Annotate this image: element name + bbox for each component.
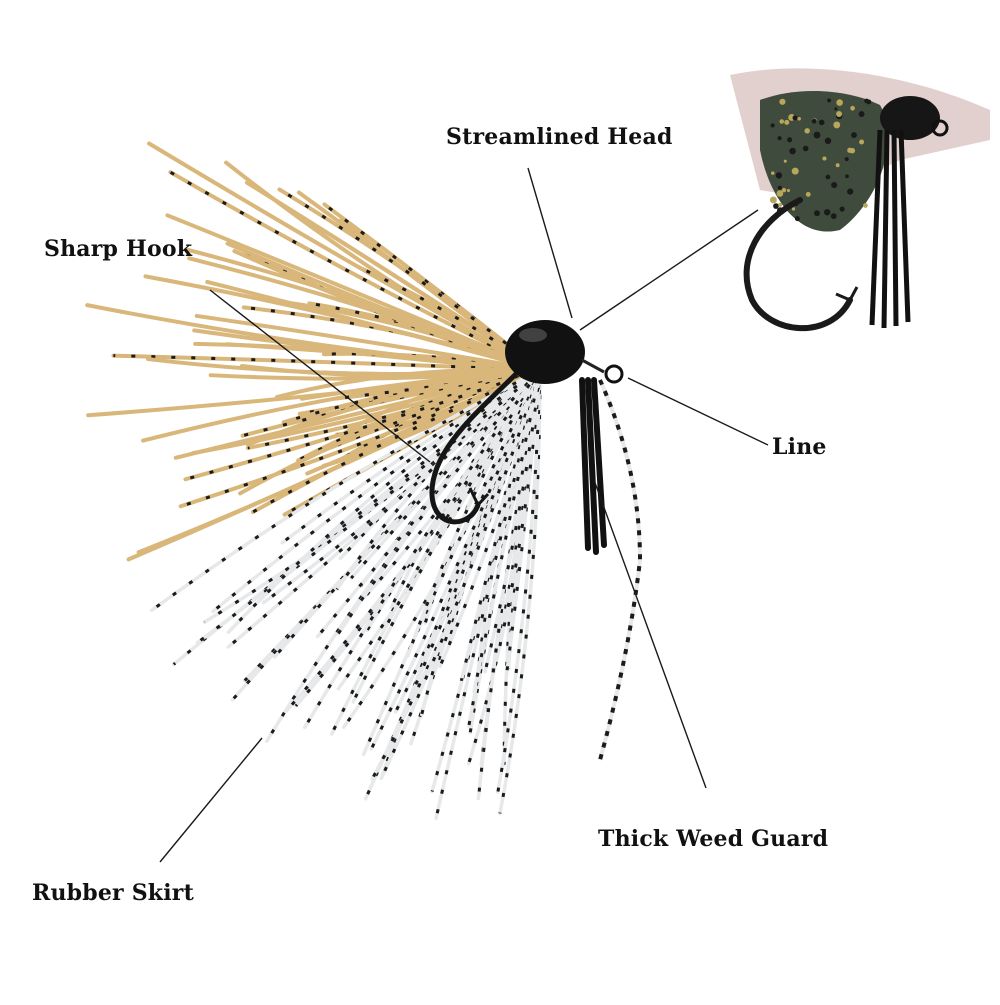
leader-thick-weed-guard <box>593 479 707 789</box>
leader-inset <box>579 209 759 331</box>
inset-hook-photo <box>730 68 990 332</box>
label-streamlined-head: Streamlined Head <box>446 124 673 150</box>
label-sharp-hook: Sharp Hook <box>44 236 193 262</box>
leader-sharp-hook <box>209 289 431 463</box>
rubber-skirt-strands <box>85 141 643 821</box>
label-rubber-skirt: Rubber Skirt <box>32 880 194 906</box>
leader-line <box>627 377 769 446</box>
hook-icon <box>429 367 523 525</box>
leader-streamlined-head <box>527 167 573 319</box>
weed-guard <box>579 377 607 555</box>
leader-lines <box>159 167 769 863</box>
label-thick-weed-guard: Thick Weed Guard <box>598 826 829 852</box>
leader-rubber-skirt <box>159 737 263 863</box>
jig-head-icon <box>505 320 624 384</box>
label-line: Line <box>772 434 827 460</box>
